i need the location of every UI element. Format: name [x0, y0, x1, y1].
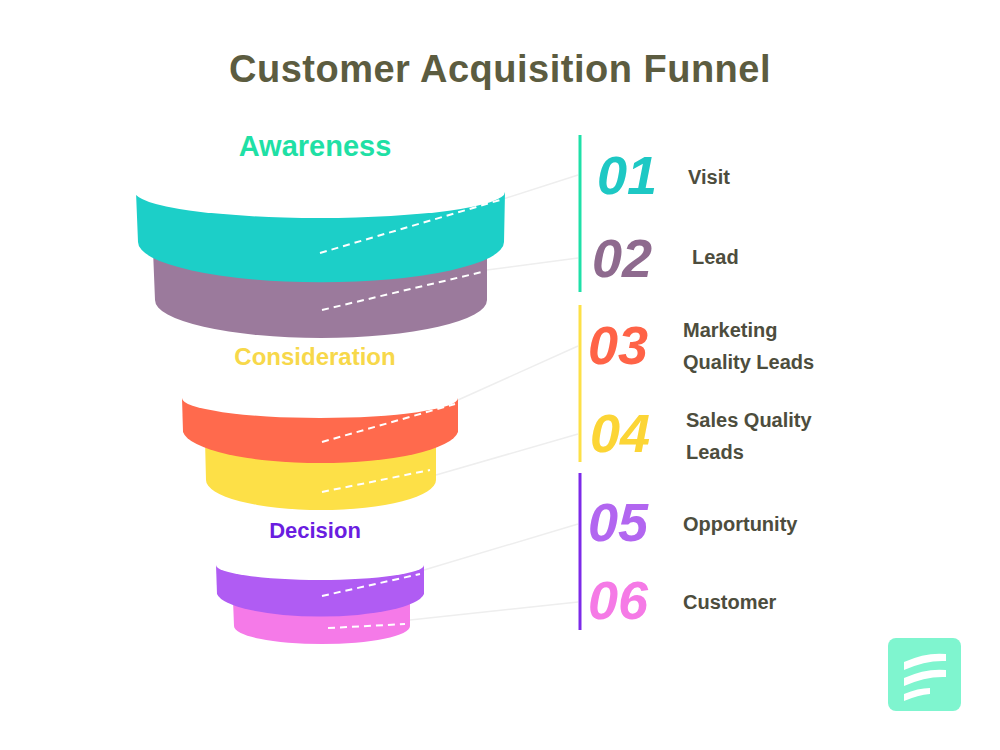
- stage-label: Awareness: [165, 130, 465, 163]
- step-name: Customer: [683, 586, 883, 618]
- step-number: 05: [588, 491, 678, 553]
- diagram-title: Customer Acquisition Funnel: [0, 48, 1000, 91]
- step-number: 06: [588, 569, 678, 631]
- logo-stripe: [904, 654, 946, 670]
- logo-stripe: [904, 688, 930, 701]
- stage-bar: [579, 473, 582, 630]
- leader-line: [458, 346, 578, 400]
- band-dash: [328, 624, 405, 628]
- step-number: 04: [590, 402, 680, 464]
- step-number: 03: [588, 314, 678, 376]
- leader-line: [410, 602, 578, 620]
- leader-line: [500, 175, 578, 200]
- leader-line: [424, 524, 578, 570]
- stage-bar: [579, 305, 582, 462]
- step-name: Lead: [692, 241, 892, 273]
- stage-bar: [579, 135, 582, 292]
- logo-tile: [888, 638, 961, 711]
- band-top: [182, 378, 458, 418]
- band-dash: [322, 404, 455, 442]
- stage-label: Decision: [165, 518, 465, 543]
- leader-line: [436, 434, 578, 475]
- step-name: Visit: [688, 161, 888, 193]
- leader-line: [487, 258, 578, 270]
- logo-stripe: [904, 670, 946, 686]
- brand-logo: [888, 638, 961, 711]
- band-dash: [320, 200, 500, 253]
- step-name: Marketing Quality Leads: [683, 314, 833, 378]
- step-name: Sales Quality Leads: [686, 404, 826, 468]
- band-dash: [322, 574, 420, 596]
- step-number: 02: [592, 227, 682, 289]
- stage-label: Consideration: [165, 343, 465, 371]
- band-top: [135, 166, 505, 218]
- step-number: 01: [597, 144, 687, 206]
- band-top: [216, 550, 424, 580]
- band-dash: [322, 470, 430, 492]
- step-name: Opportunity: [683, 508, 883, 540]
